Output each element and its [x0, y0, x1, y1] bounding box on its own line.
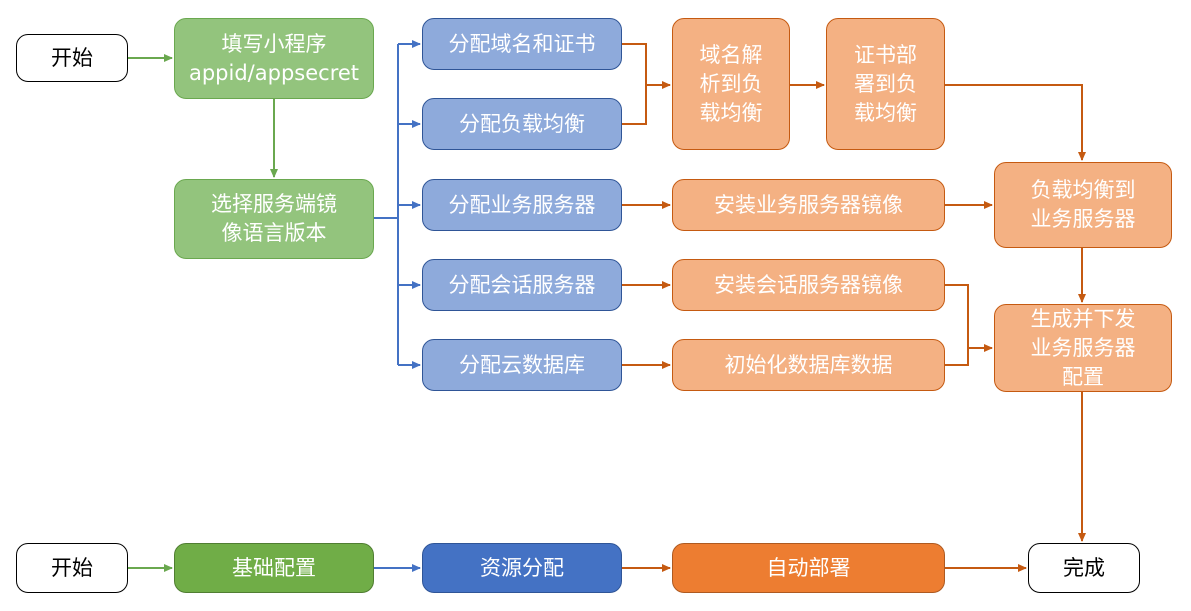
alloc-domain-cert-node: 分配域名和证书 — [422, 18, 622, 70]
legend-start-node: 开始 — [16, 543, 128, 593]
alloc-cloud-db-node: 分配云数据库 — [422, 339, 622, 391]
lb-to-biz-server-node: 负载均衡到 业务服务器 — [994, 162, 1172, 248]
alloc-session-server-node: 分配会话服务器 — [422, 259, 622, 311]
alloc-biz-server-node: 分配业务服务器 — [422, 179, 622, 231]
edge-init-to-gen — [945, 348, 969, 366]
init-db-data-node: 初始化数据库数据 — [672, 339, 945, 391]
cert-to-lb-node: 证书部 署到负 载均衡 — [826, 18, 945, 150]
legend-resource-alloc: 资源分配 — [422, 543, 622, 593]
start-node: 开始 — [16, 34, 128, 82]
done-node: 完成 — [1028, 543, 1140, 593]
gen-config-node: 生成并下发 业务服务器 配置 — [994, 304, 1172, 392]
edge-domain-to-dns — [622, 43, 671, 89]
choose-image-version-node: 选择服务端镜 像语言版本 — [174, 179, 374, 259]
dns-to-lb-node: 域名解 析到负 载均衡 — [672, 18, 790, 150]
install-session-image-node: 安装会话服务器镜像 — [672, 259, 945, 311]
edge-session-image-to-gen — [945, 284, 993, 352]
edge-cert-to-lbbiz — [945, 84, 1086, 161]
edge-lb-to-dns — [622, 85, 647, 125]
alloc-load-balancer-node: 分配负载均衡 — [422, 98, 622, 150]
fill-miniprogram-node: 填写小程序 appid/appsecret — [174, 18, 374, 99]
legend-basic-config: 基础配置 — [174, 543, 374, 593]
legend-auto-deploy: 自动部署 — [672, 543, 945, 593]
install-biz-image-node: 安装业务服务器镜像 — [672, 179, 945, 231]
